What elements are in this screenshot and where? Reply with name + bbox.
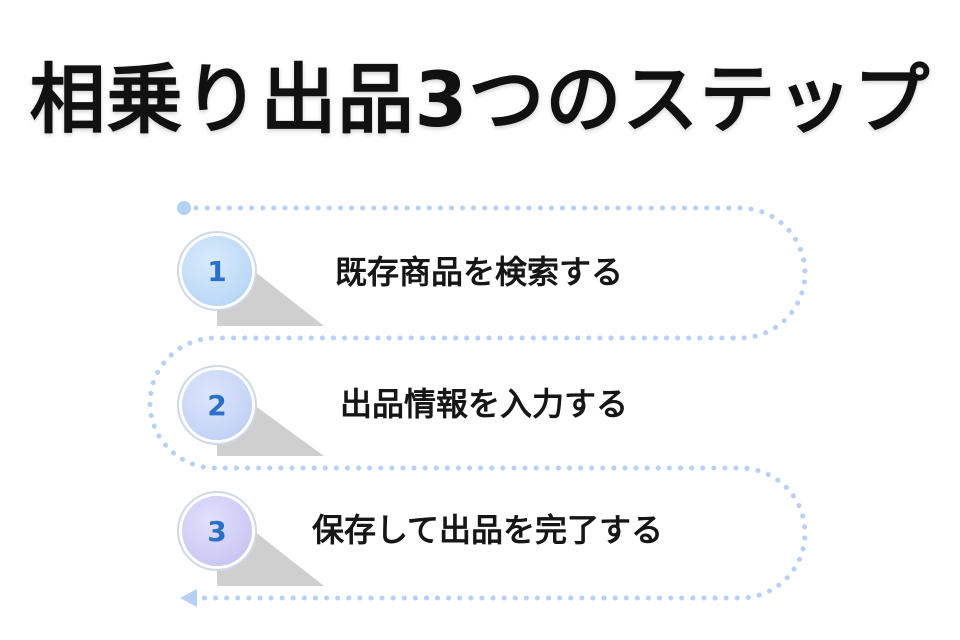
path-start-dot [177, 201, 191, 215]
step-3-label: 保存して出品を完了する [312, 511, 664, 549]
step-1-number: 1 [207, 254, 227, 288]
step-3-number: 3 [207, 514, 227, 548]
step-2-number: 2 [207, 388, 227, 422]
step-1: 1 既存商品を検索する [0, 216, 960, 326]
step-3: 3 保存して出品を完了する [0, 478, 960, 588]
step-1-number-badge: 1 [182, 236, 252, 306]
step-3-number-badge: 3 [182, 496, 252, 566]
step-2-label: 出品情報を入力する [340, 385, 629, 423]
step-1-label: 既存商品を検索する [335, 253, 624, 291]
step-2-number-badge: 2 [182, 370, 252, 440]
step-2: 2 出品情報を入力する [0, 350, 960, 460]
path-end-arrow-icon [180, 589, 197, 607]
page-title: 相乗り出品3つのステップ [29, 55, 931, 144]
